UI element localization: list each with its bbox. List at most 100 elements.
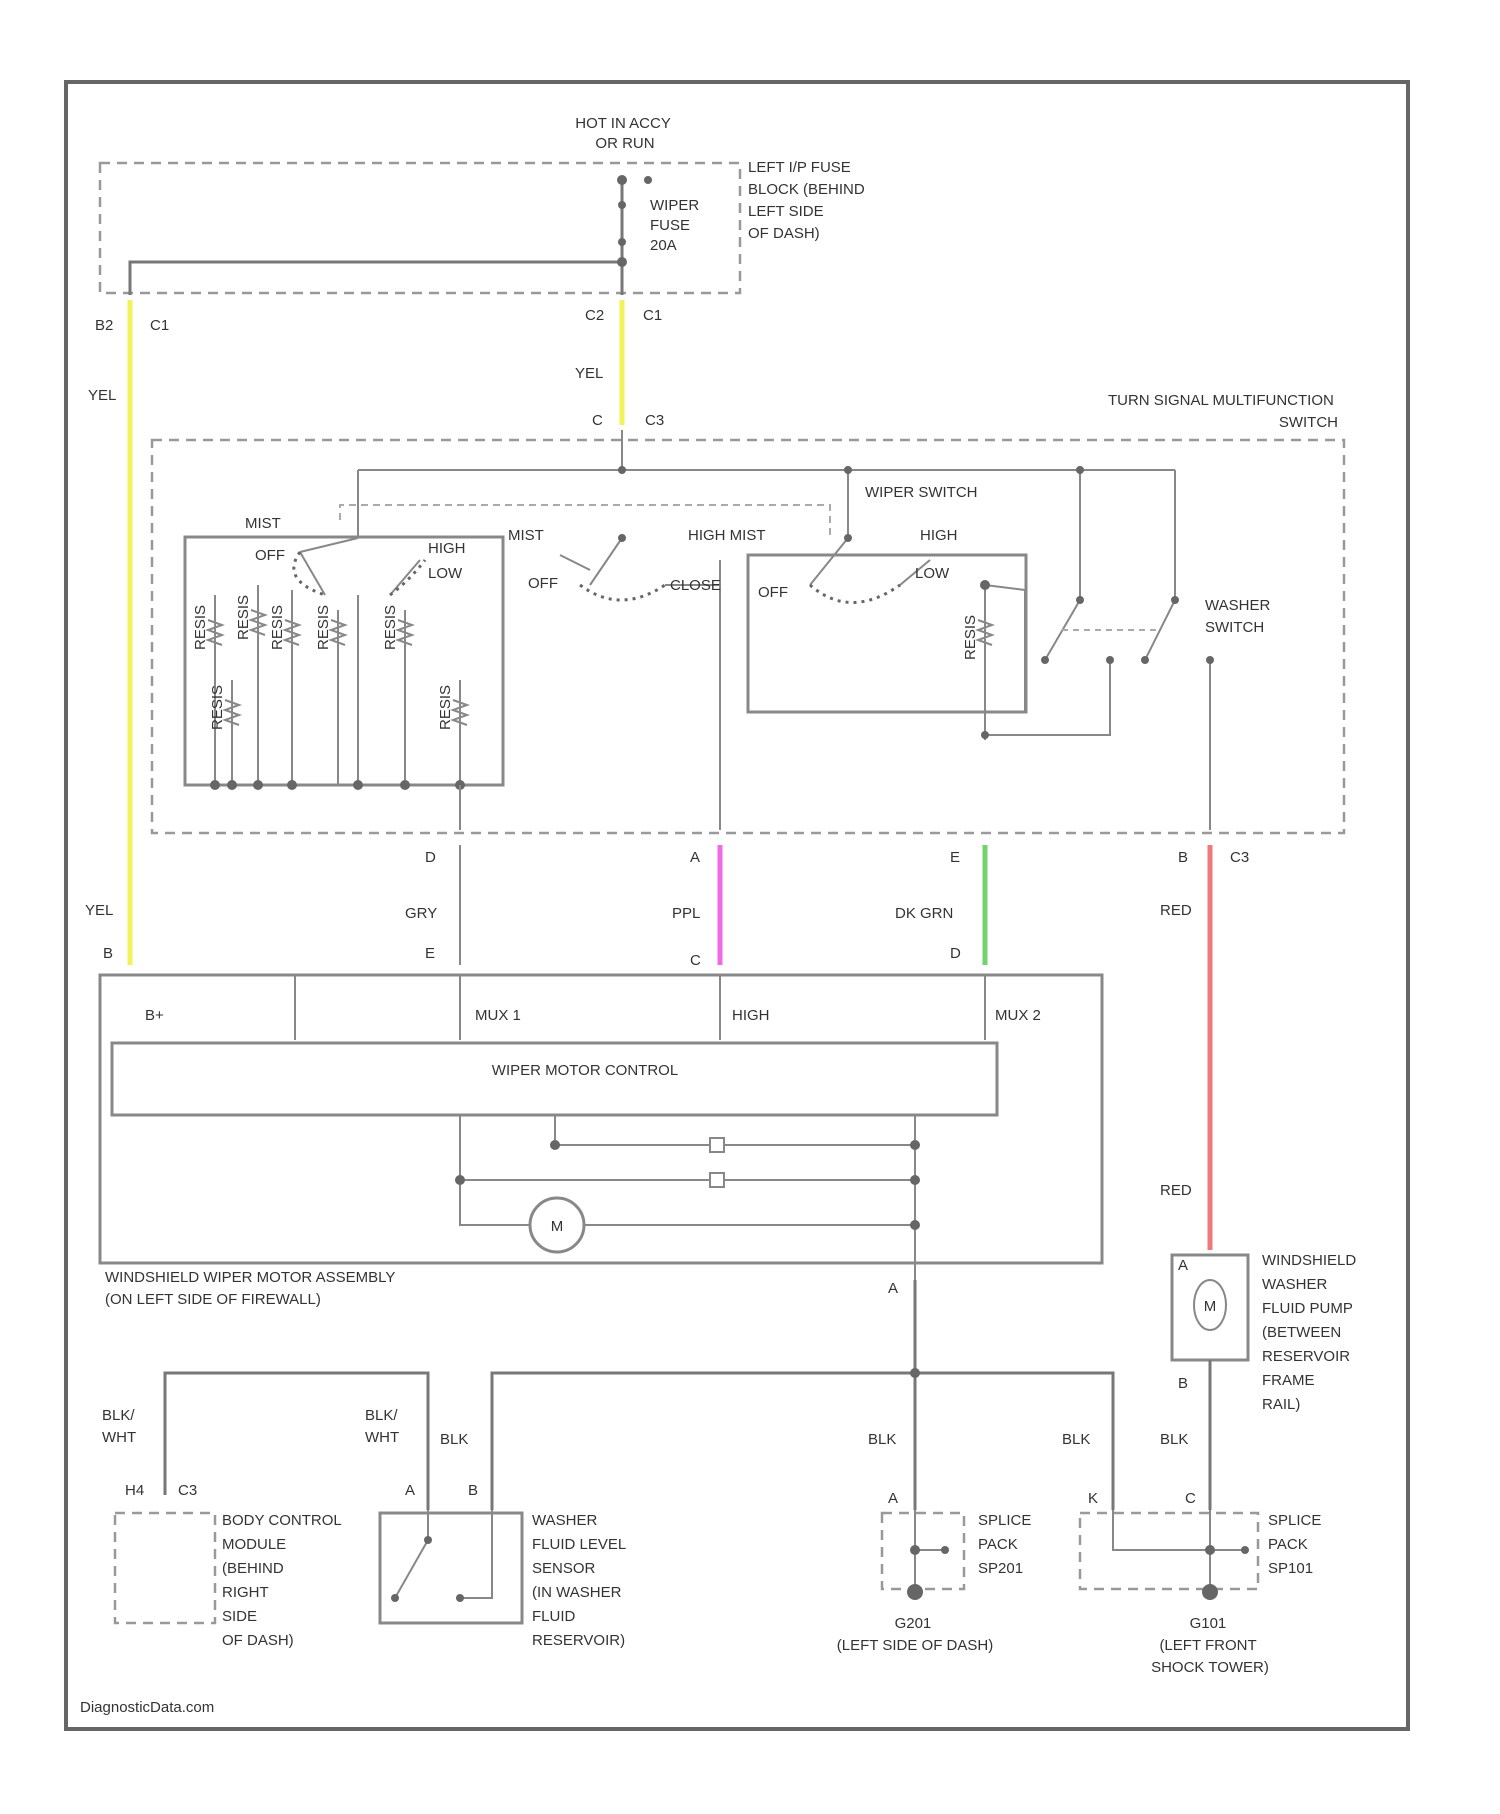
sw2-mist: MIST [508, 527, 544, 544]
motor-terminal-dividers [295, 975, 985, 1040]
sensor-switch [395, 1510, 492, 1598]
bus-dot [844, 466, 852, 474]
sw3-high: HIGH [920, 527, 958, 544]
splice2-internal [1113, 1510, 1245, 1590]
resis-label: RESIS [962, 615, 979, 660]
motor-terminal-bplus: B+ [145, 1007, 164, 1024]
pump-pin-b: B [1178, 1375, 1188, 1392]
washer-pump-m: M [1204, 1298, 1217, 1315]
bus-dot [618, 466, 626, 474]
washer-fluid-level-sensor [380, 1513, 522, 1623]
wsw-dot [1106, 656, 1114, 664]
sw2-off: OFF [528, 575, 558, 592]
sw3-low: LOW [915, 565, 950, 582]
resis-label: RESIS [192, 605, 209, 650]
splice1-dot [941, 1546, 949, 1554]
splice1-pin: A [888, 1490, 898, 1507]
label-red-upper: RED [1160, 902, 1192, 919]
sw2-high-mist: HIGH MIST [688, 527, 766, 544]
power-source: HOT IN ACCY OR RUN [575, 115, 674, 152]
pin-e-sw: E [950, 849, 960, 866]
label-dkgrn: DK GRN [895, 905, 953, 922]
label-blk-1: BLK [440, 1431, 468, 1448]
conn-c3-top: C3 [645, 412, 664, 429]
pin-b-motor: B [103, 945, 113, 962]
sw1-mist: MIST [245, 515, 281, 532]
fuse-wire [130, 180, 622, 295]
wsw-dot [1076, 596, 1084, 604]
label-blk-wht-1: BLK/ WHT [102, 1407, 139, 1446]
splice1-name: SPLICE PACK SP201 [978, 1512, 1036, 1577]
conn-c3-bottom: C3 [1230, 849, 1249, 866]
motor-terminal-mux2: MUX 2 [995, 1007, 1041, 1024]
bcm-pin: H4 [125, 1482, 144, 1499]
motor-ground-pin: A [888, 1280, 898, 1297]
sw3-off: OFF [758, 584, 788, 601]
pump-pin-a: A [1178, 1257, 1188, 1274]
watermark: DiagnosticData.com [80, 1699, 214, 1716]
bus-dot [1076, 466, 1084, 474]
washer-switch-contacts [985, 600, 1210, 830]
turn-switch-title: TURN SIGNAL MULTIFUNCTION SWITCH [1108, 392, 1338, 431]
wsw-dot [1206, 656, 1214, 664]
wsw-dot [1041, 656, 1049, 664]
switch-bus [358, 430, 1175, 600]
sw1-high: HIGH [428, 540, 466, 557]
fuse-dot [644, 176, 652, 184]
body-control-module [115, 1513, 215, 1623]
wsw-dot [981, 731, 989, 739]
washer-switch-label: WASHER SWITCH [1205, 597, 1274, 636]
pin-c-top: C [592, 412, 603, 429]
pin-b-sw: B [1178, 849, 1188, 866]
label-ppl: PPL [672, 905, 700, 922]
fuse-dot [617, 257, 627, 267]
wiper-motor-control-label: WIPER MOTOR CONTROL [492, 1062, 678, 1079]
pin-e-motor: E [425, 945, 435, 962]
wiper-motor-assembly [100, 975, 1102, 1263]
wiper-motor-m: M [551, 1218, 564, 1235]
splice2-pin-c: C [1185, 1490, 1196, 1507]
sensor-dot [456, 1594, 464, 1602]
label-yel-top: YEL [575, 365, 603, 382]
bcm-conn: C3 [178, 1482, 197, 1499]
ground-g101 [1202, 1584, 1218, 1600]
resis-label: RESIS [269, 605, 286, 650]
resis-label: RESIS [315, 605, 332, 650]
fuse-block-outline [100, 163, 740, 293]
label-yel-left: YEL [88, 387, 116, 404]
pin-d-sw: D [425, 849, 436, 866]
sw2-close: CLOSE [670, 577, 721, 594]
splice2-pin-k: K [1088, 1490, 1098, 1507]
sensor-name: WASHER FLUID LEVEL SENSOR (IN WASHER FLU… [532, 1512, 630, 1649]
ground-g201-label: G201 (LEFT SIDE OF DASH) [837, 1615, 993, 1654]
resis-label: RESIS [235, 595, 252, 640]
sensor-pin-a: A [405, 1482, 415, 1499]
conn-c2: C2 [585, 307, 604, 324]
fuse-dot [617, 175, 627, 185]
conn-b2: B2 [95, 317, 113, 334]
splice2-dot [1241, 1546, 1249, 1554]
label-blk-3: BLK [1062, 1431, 1090, 1448]
splice2-dot [1205, 1545, 1215, 1555]
label-blk-wht-2: BLK/ WHT [365, 1407, 402, 1446]
label-gry: GRY [405, 905, 437, 922]
sw1-low: LOW [428, 565, 463, 582]
wiper-motor-control [112, 1043, 997, 1115]
label-yel-bottom: YEL [85, 902, 113, 919]
switch1-contacts [300, 538, 420, 785]
resis-label: RESIS [382, 605, 399, 650]
fuse-block-label: LEFT I/P FUSE BLOCK (BEHIND LEFT SIDE OF… [748, 159, 869, 242]
sw3-dot [844, 534, 852, 542]
pin-a-sw: A [690, 849, 700, 866]
bcm-name: BODY CONTROL MODULE (BEHIND RIGHT SIDE O… [222, 1512, 345, 1649]
fuse-dot [618, 201, 626, 209]
pin-d-motor: D [950, 945, 961, 962]
ground-g201 [907, 1584, 923, 1600]
label-blk-4: BLK [1160, 1431, 1188, 1448]
resis-label: RESIS [209, 685, 226, 730]
sw3-dot [980, 580, 990, 590]
conn-c1-right: C1 [643, 307, 662, 324]
splice2-name: SPLICE PACK SP101 [1268, 1512, 1326, 1577]
ground-wires [165, 1280, 1210, 1510]
